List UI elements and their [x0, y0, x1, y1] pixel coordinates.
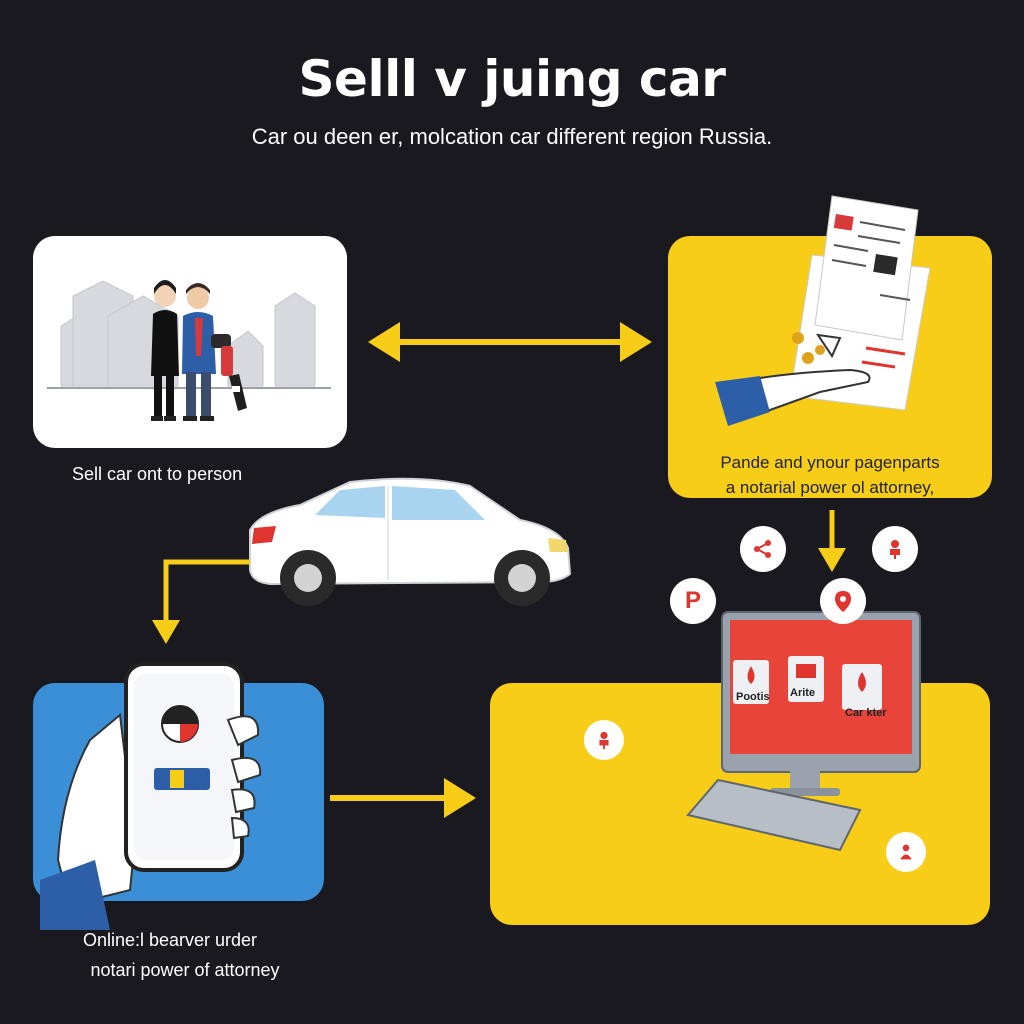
sell-to-person-card [33, 236, 347, 448]
documents-card: Pande and ynour pagenparts a notarial po… [668, 236, 992, 498]
page-title: Selll v juing car [298, 50, 726, 108]
double-arrow [368, 322, 652, 362]
share-icon [740, 526, 786, 572]
online-card [33, 683, 324, 901]
computer-card [490, 683, 990, 925]
person-pin-icon-corner [886, 832, 926, 872]
online-caption-line1: Online:l bearver urder [82, 930, 258, 950]
people-with-keys-illustration [47, 280, 331, 421]
sell-to-person-caption: Sell car ont to person [72, 464, 243, 484]
arrow-phone-to-computer [330, 778, 476, 818]
documents-text-line2: a notarial power ol attorney, [725, 478, 935, 497]
arrow-car-to-phone [152, 559, 250, 644]
person-pin-icon-small [584, 720, 624, 760]
pinterest-glyph: P [684, 587, 701, 614]
car-illustration [249, 477, 572, 606]
location-pin-icon [820, 578, 866, 624]
arrow-documents-to-computer [818, 510, 846, 572]
person-pin-icon [872, 526, 918, 572]
documents-text-line1: Pande and ynour pagenparts [720, 453, 940, 472]
online-caption-line2: notari power of attorney [90, 960, 280, 980]
page-subtitle: Car ou deen er, molcation car different … [251, 124, 773, 149]
pinterest-icon: P [670, 578, 716, 624]
